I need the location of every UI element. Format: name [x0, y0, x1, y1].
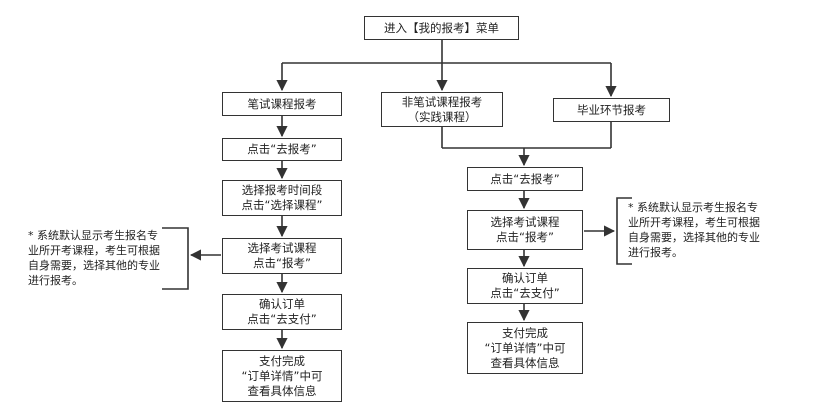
nonwritten-exam-line-1: 非笔试课程报考 — [401, 94, 483, 109]
written-step-select-period: 选择报考时间段 点击“选择课程” — [222, 180, 342, 216]
top-menu-box: 进入【我的报考】菜单 — [364, 16, 519, 40]
step-text: 查看具体信息 — [490, 355, 560, 370]
step-text: 支付完成 — [502, 325, 548, 340]
step-text: 查看具体信息 — [247, 383, 317, 398]
note-line: * 系统默认显示考生报名专 — [28, 229, 158, 242]
grad-step-confirm-order: 确认订单 点击“去支付” — [467, 268, 583, 304]
left-note: * 系统默认显示考生报名专 业所开考课程，考生可根据 自身需要，选择其他的专业 … — [28, 228, 160, 288]
written-step-select-course: 选择考试课程 点击“报考” — [222, 238, 342, 274]
note-line: 进行报考。 — [28, 274, 83, 287]
note-line: 进行报考。 — [628, 246, 683, 259]
written-step-click-register: 点击“去报考” — [222, 138, 342, 161]
written-step-confirm-order: 确认订单 点击“去支付” — [222, 294, 342, 330]
step-text: 点击“去报考” — [247, 142, 317, 156]
top-menu-label: 进入【我的报考】菜单 — [384, 20, 499, 35]
step-text: 选择考试课程 — [247, 241, 317, 255]
step-text: 点击“报考” — [496, 230, 554, 244]
step-text: “订单详情”中可 — [241, 368, 323, 383]
graduation-label: 毕业环节报考 — [577, 102, 646, 117]
right-note: * 系统默认显示考生报名专 业所开考课程，考生可根据 自身需要，选择其他的专业 … — [628, 200, 760, 260]
step-text: 选择考试课程 — [490, 215, 560, 229]
written-exam-label: 笔试课程报考 — [247, 96, 317, 111]
step-text: 点击“去支付” — [490, 286, 560, 300]
note-line: 自身需要，选择其他的专业 — [28, 259, 160, 272]
step-text: 支付完成 — [259, 353, 305, 368]
step-text: “订单详情”中可 — [484, 340, 566, 355]
grad-step-select-course: 选择考试课程 点击“报考” — [467, 210, 583, 250]
step-text: 选择报考时间段 — [241, 183, 323, 197]
graduation-box: 毕业环节报考 — [553, 98, 670, 122]
nonwritten-exam-box: 非笔试课程报考 （实践课程） — [381, 92, 503, 127]
note-line: * 系统默认显示考生报名专 — [628, 201, 758, 214]
step-text: 点击“选择课程” — [241, 198, 323, 212]
nonwritten-exam-line-2: （实践课程） — [407, 109, 477, 124]
left-note-bracket — [162, 227, 189, 290]
step-text: 确认订单 — [259, 297, 305, 311]
note-line: 业所开考课程，考生可根据 — [628, 216, 760, 229]
grad-step-click-register: 点击“去报考” — [467, 167, 583, 191]
grad-step-payment-done: 支付完成 “订单详情”中可 查看具体信息 — [467, 322, 583, 374]
step-text: 确认订单 — [502, 271, 548, 285]
note-line: 自身需要，选择其他的专业 — [628, 231, 760, 244]
written-step-payment-done: 支付完成 “订单详情”中可 查看具体信息 — [222, 350, 342, 402]
written-exam-box: 笔试课程报考 — [222, 92, 342, 116]
step-text: 点击“去报考” — [490, 171, 560, 186]
right-note-bracket — [616, 197, 632, 265]
note-line: 业所开考课程，考生可根据 — [28, 244, 160, 257]
step-text: 点击“报考” — [253, 256, 311, 270]
step-text: 点击“去支付” — [247, 312, 317, 326]
